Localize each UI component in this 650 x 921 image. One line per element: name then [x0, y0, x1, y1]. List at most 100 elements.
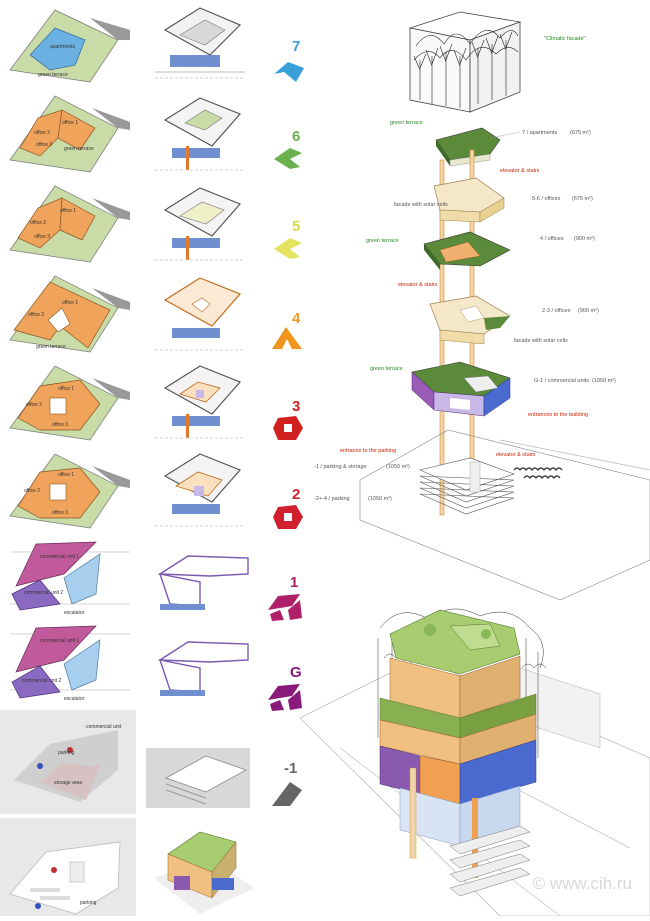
plan-label: apartments [50, 44, 76, 50]
commercial-area: (1050 m²) [592, 378, 616, 384]
level-7-shape-icon [274, 62, 304, 82]
plan-label: escalator [64, 610, 85, 616]
building-render [299, 598, 650, 917]
plan-label: office 3 [36, 142, 52, 148]
climatic-facade-box: "Climatic facade" [408, 11, 586, 113]
level-number: 4 [292, 310, 301, 327]
plan-label: commercial unit [86, 724, 122, 730]
parking-storage-label: -1 / parking & storage [314, 464, 367, 470]
offices-23-label: 2-3 / offices [542, 308, 571, 314]
plan-level-g: commercial unit 1 commercial unit 2 esca… [0, 620, 130, 708]
level-number: G [290, 664, 302, 681]
offices-4-label: 4 / offices [540, 236, 564, 242]
plan-label: office 2 [34, 130, 50, 136]
climatic-facade-label: "Climatic facade" [544, 36, 586, 42]
level-6-shape-icon [274, 148, 302, 169]
plan-level-2: office 1 office 2 office 3 [0, 446, 130, 534]
plan-level-3: office 1 office 2 office 3 [0, 358, 130, 446]
plan-label: green terrace [64, 146, 94, 152]
level-number: 3 [292, 398, 301, 415]
plan-level-1: commercial unit 1 commercial unit 2 esca… [0, 534, 130, 620]
entrance-parking-label: entrance to the parking [340, 448, 396, 454]
plan-level-minus-1: commercial unit parking storage area [0, 710, 136, 814]
green-terrace-label-2: green terrace [366, 238, 399, 244]
level-number: 1 [290, 574, 299, 591]
commercial-label: G-1 / commercial units [534, 378, 589, 384]
plan-label: office 1 [58, 386, 74, 392]
level-1-shape-icon [268, 594, 302, 621]
axo-level-g [150, 620, 250, 708]
parking-area: (1050 m²) [368, 496, 392, 502]
level-number: -1 [284, 760, 298, 777]
offices-56-area: (675 m²) [572, 196, 593, 202]
plan-label: office 3 [34, 234, 50, 240]
plan-label: office 2 [28, 312, 44, 318]
plan-label: commercial unit 2 [22, 678, 61, 684]
slab-level-2-3 [429, 295, 511, 345]
plan-label: office 2 [26, 402, 42, 408]
axo-level-1 [150, 534, 250, 620]
elevator-stairs-label-3: elevator & stairs [496, 452, 536, 458]
slab-level-4 [423, 231, 511, 270]
axo-level-6 [150, 88, 250, 178]
slab-level-g-1 [411, 361, 511, 417]
level-number: 6 [292, 128, 301, 145]
elevator-stairs-label: elevator & stairs [500, 168, 540, 174]
apartments-label: 7 / apartments [522, 130, 557, 136]
plan-label: office 2 [30, 220, 46, 226]
offices-56-label: 5-6 / offices [532, 196, 561, 202]
plan-label: office 1 [62, 120, 78, 126]
plan-label: office 3 [52, 510, 68, 516]
plan-label: office 3 [52, 422, 68, 428]
apartments-area: (675 m²) [570, 130, 591, 136]
green-terrace-label: green terrace [390, 120, 423, 126]
plan-level-7: apartments green terrace [0, 0, 130, 88]
plan-label: commercial unit 1 [40, 638, 79, 644]
plan-label: office 1 [60, 208, 76, 214]
green-terrace-label-3: green terrace [370, 366, 403, 372]
plan-label: green terrace [38, 72, 68, 78]
offices-4-area: (900 m²) [574, 236, 595, 242]
parking-label: -2+-4 / parking [314, 496, 350, 502]
axo-level-4 [150, 268, 250, 358]
level-number: 2 [292, 486, 301, 503]
level-g-shape-icon [268, 684, 302, 711]
slab-level-5-6 [433, 177, 505, 223]
plan-label: escalator [64, 696, 85, 702]
plan-label: office 1 [58, 472, 74, 478]
level-3-shape-icon [273, 416, 303, 440]
level-4-shape-icon [272, 327, 302, 349]
level-number: 7 [292, 38, 301, 55]
plan-label: storage area [54, 780, 82, 786]
plan-label: office 1 [62, 300, 78, 306]
entrance-building-label: entrances to the building [528, 412, 588, 418]
level-number: 5 [292, 218, 301, 235]
plan-label: parking [58, 750, 75, 756]
axo-level-minus-1 [146, 748, 250, 808]
exploded-axonometric-diagram: "Climatic facade" green terrace 7 / apar… [300, 0, 650, 600]
facade-solar-label-2: facade with solar cells [514, 338, 568, 344]
offices-23-area: (900 m²) [578, 308, 599, 314]
plan-level-4: office 1 office 2 green terrace [0, 268, 130, 358]
small-render [150, 818, 255, 916]
facade-solar-label: facade with solar cells [394, 202, 448, 208]
axo-level-7 [150, 0, 250, 88]
plan-label: parking [80, 900, 97, 906]
plan-label: commercial unit 2 [24, 590, 63, 596]
parking-stack [419, 457, 515, 515]
axo-level-2 [150, 446, 250, 534]
elevator-stairs-label-2: elevator & stairs [398, 282, 438, 288]
watermark: © www.cih.ru [532, 874, 632, 893]
axo-level-5 [150, 178, 250, 268]
level-2-shape-icon [273, 505, 303, 529]
plan-label: green terrace [36, 344, 66, 350]
level-5-shape-icon [274, 238, 302, 259]
plan-level-6: office 1 office 2 office 3 green terrace [0, 88, 130, 178]
plan-level-parking: parking [0, 818, 136, 916]
parking-storage-area: (1050 m²) [386, 464, 410, 470]
slab-level-7 [435, 127, 501, 167]
axo-level-3 [150, 358, 250, 446]
plan-level-5: office 1 office 2 office 3 [0, 178, 130, 268]
level-minus-1-shape-icon [272, 782, 302, 806]
plan-label: office 2 [24, 488, 40, 494]
